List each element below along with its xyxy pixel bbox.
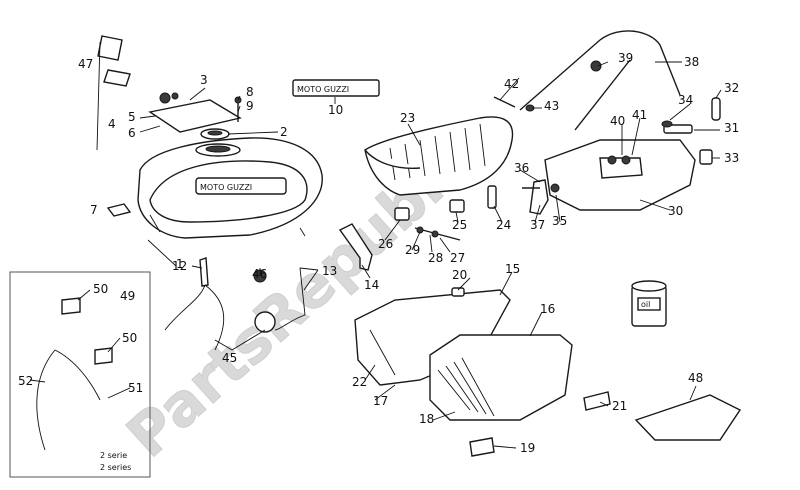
tail-fairing [544, 139, 696, 211]
side-bracket [338, 223, 373, 271]
callout-6: 6 [128, 126, 136, 140]
callout-15: 15 [505, 262, 520, 276]
panel-badge [583, 391, 611, 411]
callout-24: 24 [496, 218, 511, 232]
panel-grommet [451, 287, 465, 297]
seat [364, 116, 514, 196]
callout-42: 42 [504, 77, 519, 91]
inset-note-it: 2 serie [100, 451, 127, 460]
tank-logo: MOTO GUZZI [200, 183, 252, 192]
fuel-tank: MOTO GUZZI [137, 137, 323, 239]
callout-39: 39 [618, 51, 633, 65]
oil-can: oil [631, 280, 667, 327]
callout-9: 9 [246, 99, 254, 113]
callout-34: 34 [678, 93, 693, 107]
callout-14: 14 [364, 278, 379, 292]
callout-20: 20 [452, 268, 467, 282]
rail-bolt [493, 96, 516, 108]
callout-50b: 50 [122, 331, 137, 345]
callout-49: 49 [120, 289, 135, 303]
rail-spacer [663, 124, 693, 134]
callout-5: 5 [128, 110, 136, 124]
callout-28: 28 [428, 251, 443, 265]
seat-hinge-bolt [550, 183, 560, 193]
callout-18: 18 [419, 412, 434, 426]
seat-clip [487, 185, 497, 209]
callout-8: 8 [246, 85, 254, 99]
decal-logo: MOTO GUZZI [297, 85, 349, 94]
callout-38: 38 [684, 55, 699, 69]
callout-36: 36 [514, 161, 529, 175]
callout-40: 40 [610, 114, 625, 128]
leader-lines [29, 61, 722, 449]
callout-37: 37 [530, 218, 545, 232]
callout-3: 3 [200, 73, 208, 87]
tool-kit [634, 394, 742, 441]
callout-50a: 50 [93, 282, 108, 296]
callout-22: 22 [352, 375, 367, 389]
callout-33: 33 [724, 151, 739, 165]
callout-12: 12 [172, 259, 187, 273]
side-panel-right [429, 334, 573, 421]
callout-52: 52 [18, 374, 33, 388]
callout-47: 47 [78, 57, 93, 71]
callout-23: 23 [400, 111, 415, 125]
tank-cap [200, 128, 230, 140]
callout-32: 32 [724, 81, 739, 95]
callout-30: 30 [668, 204, 683, 218]
callout-17: 17 [373, 394, 388, 408]
callout-31: 31 [724, 121, 739, 135]
callout-16: 16 [540, 302, 555, 316]
callout-7: 7 [90, 203, 98, 217]
rail-nut [661, 120, 673, 128]
decal: MOTO GUZZI [292, 79, 380, 97]
inset-box: 2 serie 2 series [9, 271, 151, 478]
callout-51: 51 [128, 381, 143, 395]
callout-26: 26 [378, 237, 393, 251]
callout-35: 35 [552, 214, 567, 228]
panel-clip [469, 437, 495, 457]
callout-48: 48 [688, 371, 703, 385]
rubber-pad [106, 203, 132, 217]
tail-grommet [699, 149, 713, 165]
seat-hardware [394, 199, 465, 241]
callout-4: 4 [108, 117, 116, 131]
rail-plug [711, 97, 721, 121]
callout-25: 25 [452, 218, 467, 232]
tank-badge [96, 35, 131, 151]
grab-rail [519, 30, 681, 131]
callout-1: 1 [176, 257, 184, 271]
inset-note-en: 2 series [100, 463, 131, 472]
callout-2: 2 [280, 125, 288, 139]
callout-41: 41 [632, 108, 647, 122]
callout-21: 21 [612, 399, 627, 413]
callout-46: 46 [252, 267, 267, 281]
callout-19: 19 [520, 441, 535, 455]
callout-13: 13 [322, 264, 337, 278]
callout-29: 29 [405, 243, 420, 257]
callout-27: 27 [450, 251, 465, 265]
callout-45: 45 [222, 351, 237, 365]
tank-bracket [148, 92, 242, 133]
callout-10: 10 [328, 103, 343, 117]
callout-labels: 1 2 3 4 5 6 7 8 9 10 31 12 13 14 15 16 1… [18, 51, 739, 455]
oil-can-label: oil [641, 300, 650, 309]
callout-43: 43 [544, 99, 559, 113]
